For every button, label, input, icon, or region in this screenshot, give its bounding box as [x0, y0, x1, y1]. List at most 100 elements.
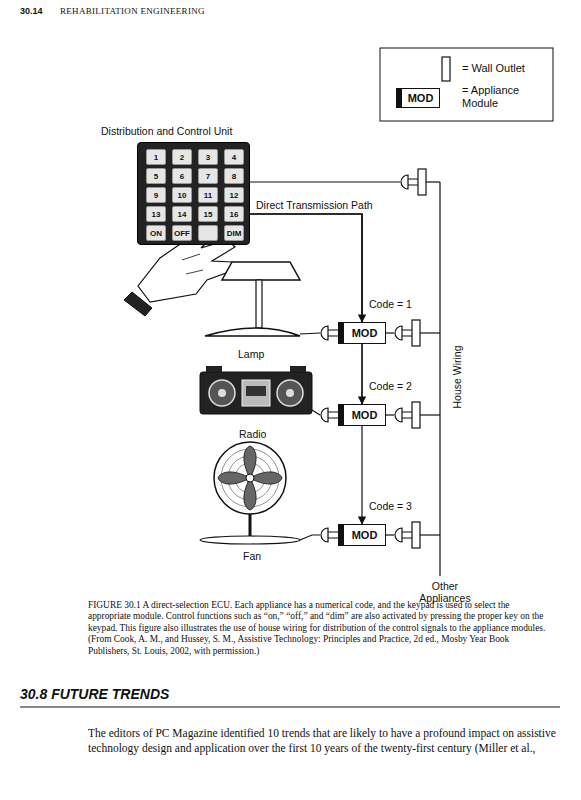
keypad-key: [198, 225, 218, 241]
module-cord: [386, 332, 394, 333]
code-label: Code = 1: [367, 298, 414, 310]
unit-heading: Distribution and Control Unit: [101, 125, 232, 137]
key-label: 5: [154, 172, 158, 181]
outlet-symbol: [412, 522, 420, 548]
key-label: DIM: [227, 229, 242, 238]
outlet-symbol: [412, 320, 420, 346]
outlet-wire: [426, 181, 440, 182]
plug-symbol: [395, 528, 402, 542]
section-heading: 30.8 FUTURE TRENDS: [20, 686, 169, 702]
figure-caption: FIGURE 30.1 A direct-selection ECU. Each…: [88, 600, 550, 657]
key-label: 1: [154, 153, 158, 162]
transmission-connector: [250, 214, 362, 322]
module-label: MOD: [408, 92, 434, 104]
appliance-module-sample: MOD: [396, 88, 440, 108]
module-label: MOD: [352, 529, 378, 541]
keypad-key: OFF: [172, 225, 192, 241]
code-label: Code = 3: [367, 500, 414, 512]
plug-prongs: [402, 412, 412, 418]
keypad-key: 15: [198, 206, 218, 222]
key-label: 16: [230, 210, 239, 219]
plugs-and-outlets: [321, 169, 440, 548]
plug-prongs: [402, 532, 412, 538]
body-text: The editors of PC Magazine identified 10…: [88, 726, 558, 756]
appliance-name: Lamp: [238, 348, 264, 360]
outlet-wire: [420, 414, 440, 415]
module-cord: [386, 414, 394, 415]
key-label: 10: [178, 191, 187, 200]
plug-symbol: [401, 175, 408, 189]
outlet-wire: [420, 534, 440, 535]
wiring-label: House Wiring: [451, 332, 463, 422]
plug-symbol: [321, 528, 328, 542]
key-label: 14: [178, 210, 187, 219]
keypad-key: 13: [146, 206, 166, 222]
legend-text: = Wall Outlet: [462, 62, 525, 74]
plug-prongs: [328, 532, 338, 538]
page-number: 30.14: [20, 6, 43, 16]
keypad-key: 8: [224, 168, 244, 184]
house-wiring: [439, 182, 440, 576]
keypad-key: 12: [224, 187, 244, 203]
legend-frame: [380, 48, 553, 121]
keypad-key: 4: [224, 149, 244, 165]
keypad-key: 6: [172, 168, 192, 184]
key-label: 3: [206, 153, 210, 162]
plug-symbol: [321, 326, 328, 340]
transmission-connector: [250, 214, 362, 404]
code-label: Code = 2: [367, 380, 414, 392]
plug-prongs: [402, 330, 412, 336]
legend-text: = Appliance Module: [462, 84, 542, 110]
key-label: 8: [232, 172, 236, 181]
plug-symbol: [395, 326, 402, 340]
keypad-cord: [250, 181, 400, 182]
plug-symbol: [395, 408, 402, 422]
outlet-wire: [420, 332, 440, 333]
keypad-key: 5: [146, 168, 166, 184]
outlet-symbol: [412, 402, 420, 428]
appliance-name: Fan: [243, 550, 261, 562]
radio: [200, 366, 320, 415]
path-label: Direct Transmission Path: [256, 199, 373, 211]
key-label: 6: [180, 172, 184, 181]
plug-prongs: [408, 179, 418, 185]
key-label: 2: [180, 153, 184, 162]
plug-prongs: [328, 330, 338, 336]
module-label: MOD: [352, 409, 378, 421]
key-label: 15: [204, 210, 213, 219]
key-label: 9: [154, 191, 158, 200]
keypad-key: 14: [172, 206, 192, 222]
key-label: ON: [150, 229, 162, 238]
keypad-key: 10: [172, 187, 192, 203]
keypad-key: 16: [224, 206, 244, 222]
keypad-key: 7: [198, 168, 218, 184]
key-label: 11: [204, 191, 212, 200]
key-label: OFF: [174, 229, 190, 238]
transmission-connector: [250, 214, 362, 524]
keypad-key: 11: [198, 187, 218, 203]
key-label: 13: [152, 210, 161, 219]
module-cord: [386, 534, 394, 535]
appliance-name: Radio: [239, 428, 266, 440]
section-rule: [20, 707, 560, 708]
running-head: REHABILITATION ENGINEERING: [60, 6, 205, 16]
appliance-module: MOD: [338, 404, 386, 426]
keypad-key: 2: [172, 149, 192, 165]
keypad-key: 3: [198, 149, 218, 165]
keypad-key: ON: [146, 225, 166, 241]
outlet-symbol: [442, 57, 450, 81]
appliance-module: MOD: [338, 524, 386, 546]
key-label: 4: [232, 153, 236, 162]
key-label: 12: [230, 191, 239, 200]
key-label: 7: [206, 172, 210, 181]
plug-symbol: [321, 408, 328, 422]
lamp: [205, 262, 320, 336]
plug-prongs: [328, 412, 338, 418]
keypad: Distribution and Control Unit12345678910…: [137, 142, 250, 245]
keypad-key: DIM: [224, 225, 244, 241]
module-label: MOD: [352, 327, 378, 339]
keypad-key: 1: [146, 149, 166, 165]
